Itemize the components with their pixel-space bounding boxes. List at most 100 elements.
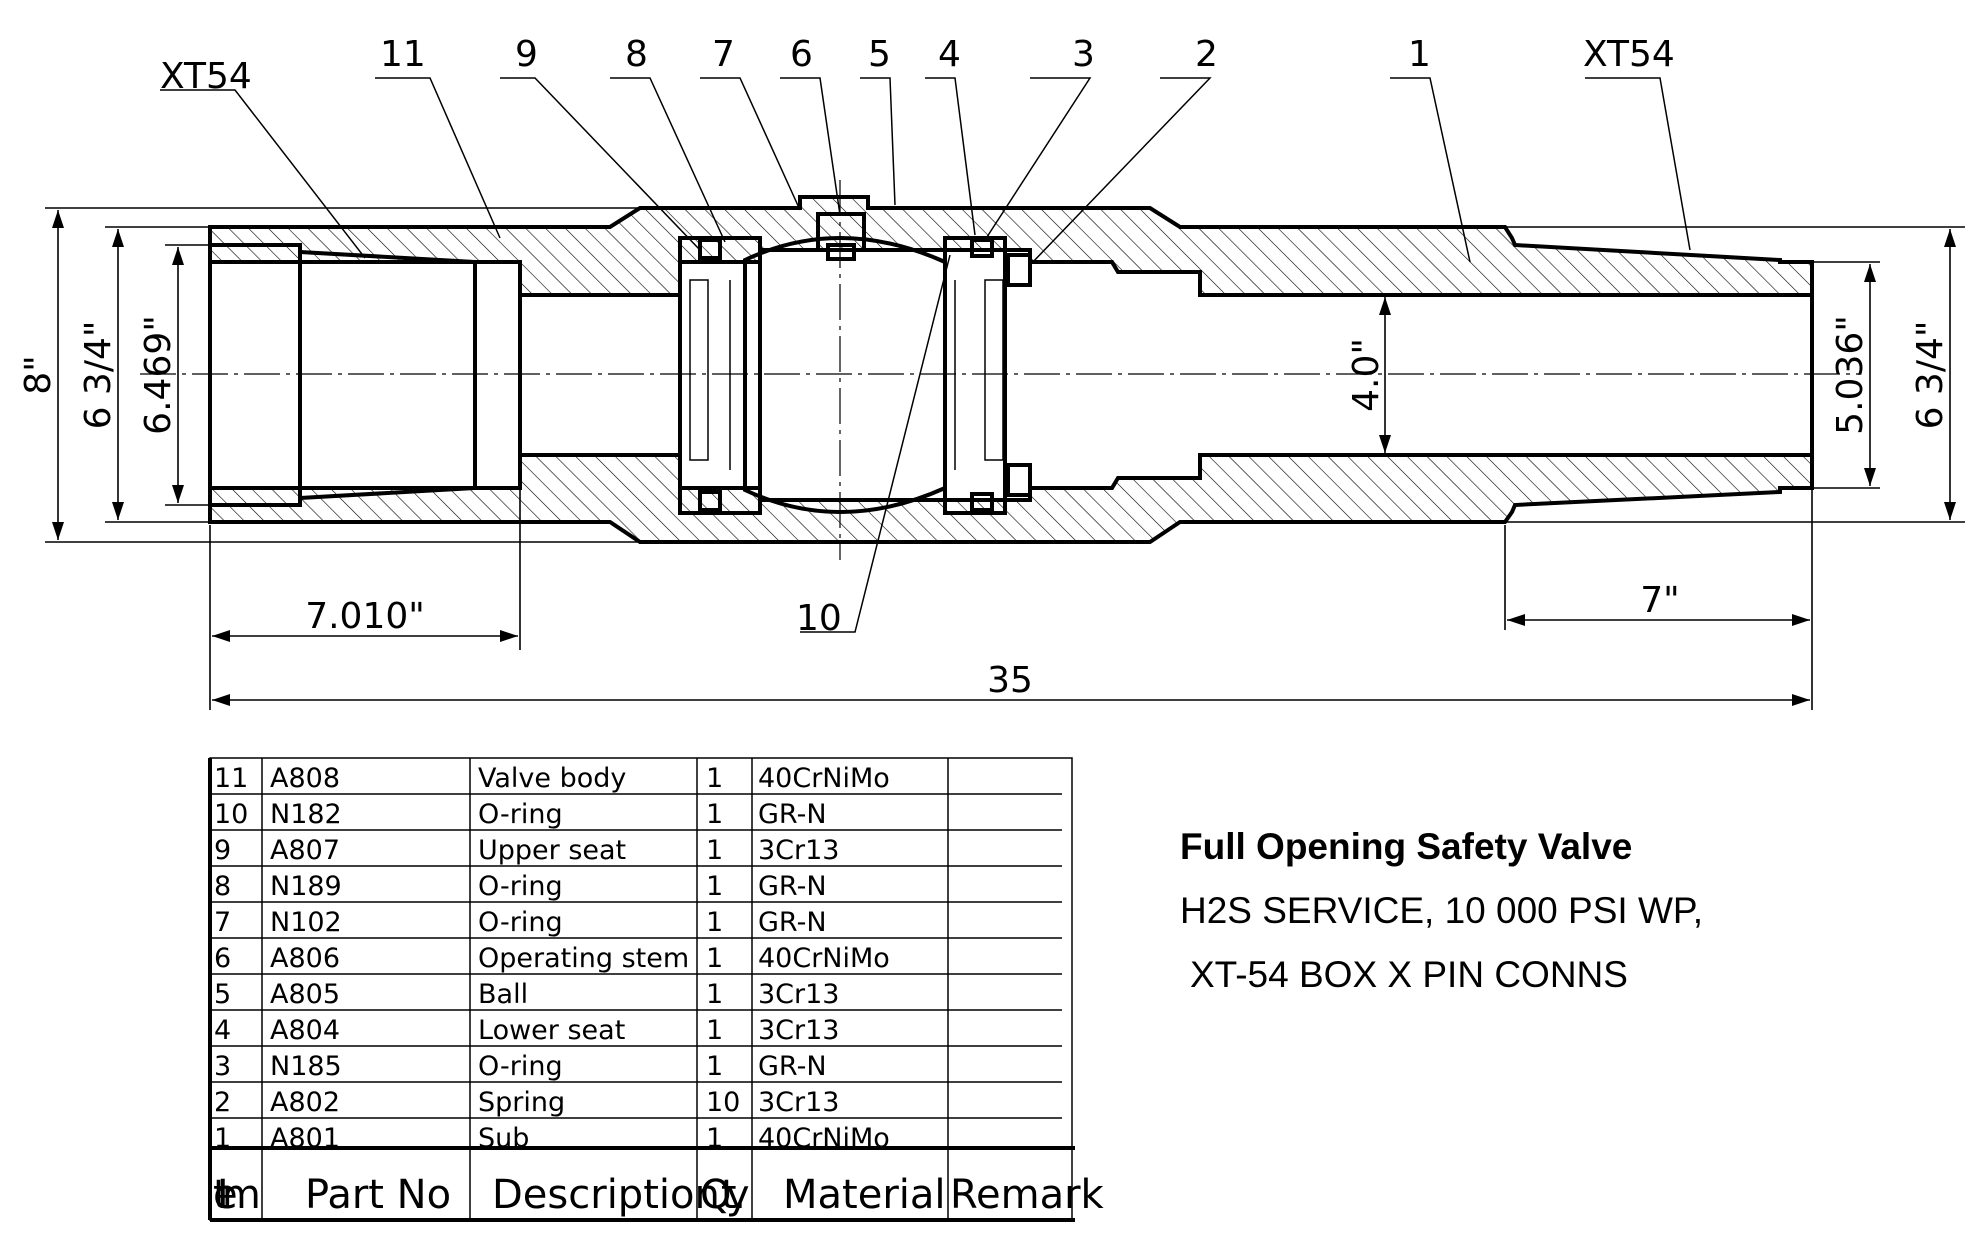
table-cell: Lower seat [478,1015,625,1046]
dim-pin-length: 7" [1640,580,1679,621]
table-cell: Sub [478,1123,529,1154]
table-cell: 40CrNiMo [758,763,890,794]
table-cell: N189 [270,871,342,902]
operating-stem [816,212,866,252]
dim-bore: 4.0" [1346,338,1387,412]
callout-9: 9 [515,34,538,75]
table-cell: 5 [214,979,231,1010]
spring [1006,253,1032,287]
table-cell: 1 [706,979,723,1010]
table-cell: O-ring [478,1051,563,1082]
body-lower-wall [208,453,1814,544]
callout-labels: XT54 11 9 8 7 6 5 4 3 2 1 XT54 10 [160,34,1675,639]
table-cell: Valve body [478,763,626,794]
table-cell: 8 [214,871,231,902]
box-counterbore [210,243,302,507]
dimension-labels: 8" 6 3/4" 6.469" 4.0" 5.036" 6 3/4" 7.01… [18,315,1951,701]
table-cell: Upper seat [478,835,626,866]
table-cell: N182 [270,799,342,830]
table-cell: GR-N [758,799,827,830]
table-cell: 10 [214,799,248,830]
o-ring-lower [970,238,994,258]
dim-box-depth: 7.010" [305,596,425,637]
table-cell: 3 [214,1051,231,1082]
ball [743,236,947,514]
table-cell: GR-N [758,1051,827,1082]
callout-thread-right: XT54 [1583,34,1675,75]
table-cell: 1 [706,943,723,974]
table-cell: 3Cr13 [758,979,840,1010]
table-cell: 6 [214,943,231,974]
callout-1: 1 [1408,34,1431,75]
table-cell: GR-N [758,871,827,902]
dim-od-box: 6 3/4" [78,321,119,430]
table-header-cell: Part No [305,1172,451,1218]
leader-lines [160,77,1691,633]
table-cell: 40CrNiMo [758,1123,890,1154]
callout-5: 5 [868,34,891,75]
table-header-cell: Remark [950,1172,1105,1218]
title-line-1: H2S SERVICE, 10 000 PSI WP, [1180,890,1704,931]
o-ring-upper-lower [698,490,722,512]
callout-8: 8 [625,34,648,75]
callout-2: 2 [1195,34,1218,75]
callout-3: 3 [1072,34,1095,75]
box-thread-taper [299,250,477,500]
table-cell: 9 [214,835,231,866]
callout-6: 6 [790,34,813,75]
table-cell: A801 [270,1123,340,1154]
table-cell: O-ring [478,907,563,938]
table-cell: 40CrNiMo [758,943,890,974]
table-cell: 1 [214,1123,231,1154]
table-cell: N102 [270,907,342,938]
table-header-cell: Description [492,1172,720,1218]
table-cell: A807 [270,835,340,866]
table-cell: A804 [270,1015,340,1046]
callout-4: 4 [938,34,961,75]
table-cell: 1 [706,871,723,902]
table-cell: Ball [478,979,528,1010]
dim-overall-length: 35 [987,660,1033,701]
table-header-cell: Material [783,1172,946,1218]
valve-cross-section [140,180,1860,560]
table-cell: A806 [270,943,340,974]
table-cell: A808 [270,763,340,794]
body-upper-wall [208,195,1814,297]
drawing-title: Full Opening Safety Valve [1180,826,1633,867]
callout-7: 7 [712,34,735,75]
table-cell: 2 [214,1087,231,1118]
table-cell: A802 [270,1087,340,1118]
box-shoulder [473,260,522,490]
table-cell: Operating stem [478,943,689,974]
table-cell: 3Cr13 [758,835,840,866]
table-cell: 10 [706,1087,740,1118]
table-cell: GR-N [758,907,827,938]
table-cell: 3Cr13 [758,1087,840,1118]
table-cell: 11 [214,763,248,794]
dim-od-right: 6 3/4" [1910,321,1951,430]
table-cell: O-ring [478,799,563,830]
table-header-cell: Item [213,1172,261,1218]
title-block: Full Opening Safety Valve H2S SERVICE, 1… [1180,815,1880,1007]
table-cell: 1 [706,835,723,866]
callout-10: 10 [796,598,842,639]
title-line-2: XT-54 BOX X PIN CONNS [1190,954,1628,995]
table-cell: 7 [214,907,231,938]
table-header-cell: Qty. [700,1172,749,1218]
table-cell: A805 [270,979,340,1010]
dim-bore-box: 6.469" [138,315,179,435]
dim-od-left: 8" [18,355,59,394]
table-cell: N185 [270,1051,342,1082]
table-cell: 3Cr13 [758,1015,840,1046]
table-cell: Spring [478,1087,565,1118]
dim-pin-bore: 5.036" [1830,315,1871,435]
table-cell: 4 [214,1015,231,1046]
table-cell: 1 [706,799,723,830]
callout-11: 11 [380,34,426,75]
table-cell: 1 [706,1051,723,1082]
table-cell: 1 [706,907,723,938]
callout-thread-left: XT54 [160,56,252,97]
table-cell: 1 [706,1015,723,1046]
